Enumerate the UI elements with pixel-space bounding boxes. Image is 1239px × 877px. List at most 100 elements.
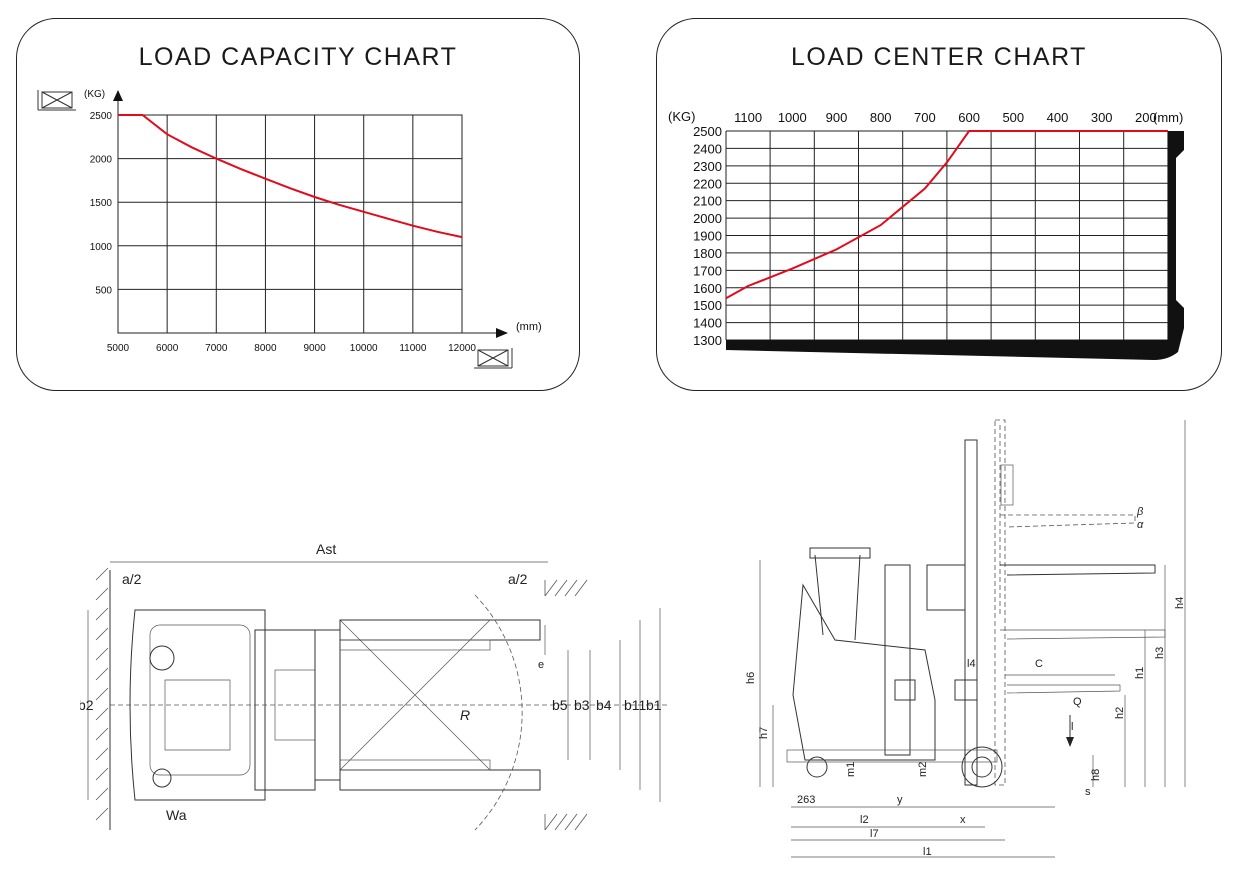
x-tick-label: 500 bbox=[1002, 110, 1024, 125]
y-tick-label: 1600 bbox=[693, 281, 722, 296]
truck-body-side bbox=[786, 547, 1003, 788]
dim-c: C bbox=[1035, 658, 1043, 670]
dim-a-half-right: a/2 bbox=[508, 571, 528, 587]
y-tick-label: 2300 bbox=[693, 159, 722, 174]
load-capacity-panel: LOAD CAPACITY CHART bbox=[16, 18, 580, 391]
pallet-icon bbox=[37, 90, 76, 111]
y-tick-label: 1800 bbox=[693, 246, 722, 261]
chart-axes bbox=[113, 90, 508, 338]
x-tick-label: 400 bbox=[1047, 110, 1069, 125]
x-tick-label: 700 bbox=[914, 110, 936, 125]
dim-l7: l7 bbox=[870, 828, 879, 840]
x-axis-label: (mm) bbox=[516, 321, 542, 333]
chart-grid bbox=[117, 114, 463, 334]
dim-b5: b5 bbox=[552, 697, 568, 713]
forks-top bbox=[339, 619, 541, 791]
x-axis-arrow bbox=[496, 328, 508, 338]
y-tick-label: 1000 bbox=[90, 242, 113, 253]
y-tick-label: 1500 bbox=[90, 198, 113, 209]
x-tick-label: 1100 bbox=[734, 110, 762, 125]
dim-h2: h2 bbox=[1114, 707, 1126, 719]
series-line bbox=[118, 114, 463, 239]
chart-title: LOAD CAPACITY CHART bbox=[138, 43, 458, 71]
series bbox=[725, 130, 1168, 300]
y-tick-label: 1400 bbox=[693, 316, 722, 331]
y-tick-label: 500 bbox=[95, 285, 112, 296]
tick-labels: 1100 1000 900 800 700 600 500 400 300 200 1300 1400… bbox=[693, 110, 1157, 348]
chart-title: LOAD CENTER CHART bbox=[791, 43, 1087, 71]
dim-263: 263 bbox=[797, 794, 815, 806]
dim-a-half-left: a/2 bbox=[122, 571, 142, 587]
dim-b2: b2 bbox=[80, 697, 94, 713]
dim-h8: h8 bbox=[1090, 769, 1102, 781]
dim-h6: h6 bbox=[745, 672, 757, 684]
label-q: Q bbox=[1073, 696, 1082, 708]
tick-labels: 5000 6000 7000 8000 9000 10000 11000 12000 500 10… bbox=[90, 111, 477, 354]
dim-x: x bbox=[960, 814, 966, 826]
series-line bbox=[725, 130, 1168, 300]
angle-alpha: α bbox=[1137, 519, 1144, 531]
dim-m2: m2 bbox=[917, 762, 929, 777]
dim-b1: b1 bbox=[646, 697, 662, 713]
top-view-diagram: Ast a/2 a/2 R e b5 b3 b4 b11 b1 b2 Wa bbox=[80, 541, 670, 831]
y-tick-label: 2400 bbox=[693, 141, 722, 156]
y-tick-label: 2500 bbox=[90, 111, 113, 122]
side-view-diagram: h6 h7 m1 m2 l4 C Q l h4 h3 h1 h2 h8 s β … bbox=[745, 419, 1186, 858]
x-tick-label: 200 bbox=[1135, 110, 1157, 125]
x-tick-label: 300 bbox=[1091, 110, 1113, 125]
pallet-icon bbox=[474, 348, 513, 369]
dim-h4: h4 bbox=[1174, 597, 1186, 609]
dim-b4: b4 bbox=[596, 697, 612, 713]
y-tick-label: 1300 bbox=[693, 333, 722, 348]
y-tick-label: 2500 bbox=[693, 124, 722, 139]
dim-e: e bbox=[538, 659, 544, 671]
x-tick-label: 7000 bbox=[205, 343, 228, 354]
dim-b11: b11 bbox=[624, 697, 647, 713]
dim-r: R bbox=[460, 707, 470, 723]
dim-wa: Wa bbox=[166, 807, 187, 823]
dim-m1: m1 bbox=[845, 762, 857, 777]
dimension-lines bbox=[759, 420, 1186, 858]
y-tick-label: 2200 bbox=[693, 176, 722, 191]
x-tick-label: 12000 bbox=[448, 343, 476, 354]
chart-grid bbox=[725, 130, 1169, 341]
load-capacity-chart: 5000 6000 7000 8000 9000 10000 11000 12000 500 10… bbox=[37, 89, 542, 369]
dim-l2: l2 bbox=[860, 814, 869, 826]
load-center-chart: 1100 1000 900 800 700 600 500 400 300 200 1300 1400… bbox=[668, 109, 1184, 360]
y-axis-arrow bbox=[113, 90, 123, 101]
x-tick-label: 11000 bbox=[399, 343, 427, 354]
dim-y: y bbox=[897, 794, 903, 806]
dim-ast: Ast bbox=[316, 541, 336, 557]
x-tick-label: 8000 bbox=[254, 343, 277, 354]
y-tick-label: 1700 bbox=[693, 263, 722, 278]
x-tick-label: 900 bbox=[826, 110, 848, 125]
series bbox=[118, 114, 463, 239]
dim-l1: l1 bbox=[923, 846, 932, 858]
dim-l4: l4 bbox=[967, 658, 976, 670]
x-tick-label: 9000 bbox=[303, 343, 326, 354]
y-tick-label: 2100 bbox=[693, 194, 722, 209]
y-tick-label: 2000 bbox=[693, 211, 722, 226]
y-axis-label: (KG) bbox=[84, 89, 105, 100]
dim-s: s bbox=[1085, 786, 1091, 798]
dim-b3: b3 bbox=[574, 697, 590, 713]
x-tick-label: 1000 bbox=[778, 110, 807, 125]
y-tick-label: 2000 bbox=[90, 155, 113, 166]
dim-l: l bbox=[1071, 721, 1073, 733]
y-axis-label: (KG) bbox=[668, 109, 695, 124]
y-tick-label: 1500 bbox=[693, 298, 722, 313]
load-center-panel: LOAD CENTER CHART bbox=[656, 18, 1222, 391]
angle-beta: β bbox=[1136, 506, 1144, 518]
x-tick-label: 800 bbox=[870, 110, 892, 125]
x-tick-label: 10000 bbox=[350, 343, 378, 354]
wall-hatch bbox=[95, 567, 588, 831]
y-tick-label: 1900 bbox=[693, 229, 722, 244]
x-tick-label: 600 bbox=[958, 110, 980, 125]
dim-h3: h3 bbox=[1154, 647, 1166, 659]
dim-h1: h1 bbox=[1134, 667, 1146, 679]
x-tick-label: 5000 bbox=[107, 343, 130, 354]
dim-h7: h7 bbox=[758, 727, 770, 739]
mast bbox=[964, 419, 1166, 786]
x-tick-label: 6000 bbox=[156, 343, 179, 354]
x-axis-label: (mm) bbox=[1153, 110, 1183, 125]
